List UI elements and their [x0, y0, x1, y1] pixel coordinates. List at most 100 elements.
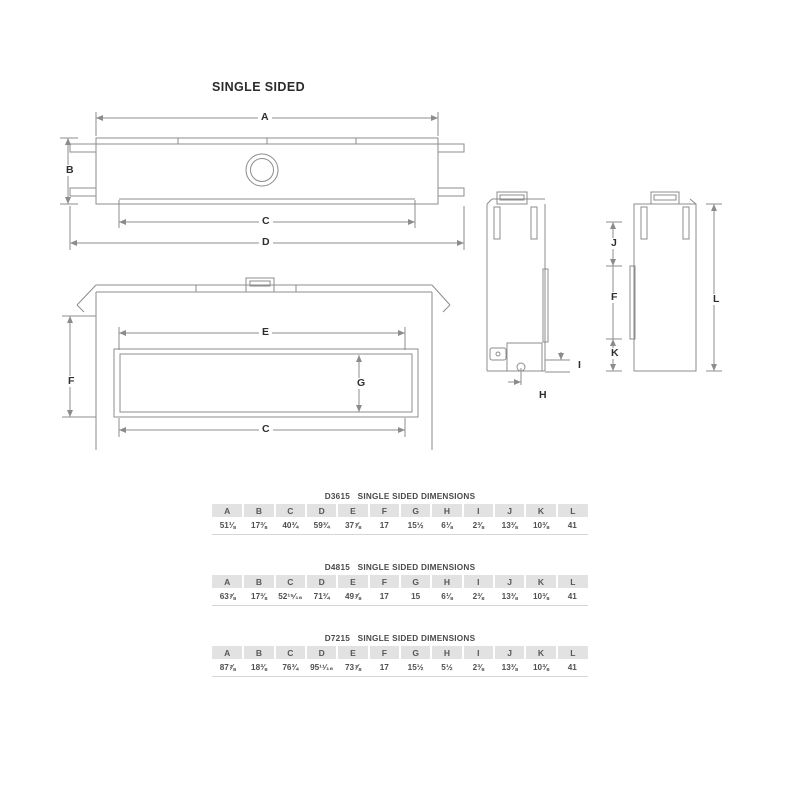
col-header: B: [243, 575, 276, 588]
table-cell: 49⅞: [337, 588, 369, 606]
table-cell: 15½: [399, 659, 432, 677]
table-cell: 18⅜: [243, 659, 275, 677]
table-row: 87⅞ 18⅜ 76¾ 95¹¹⁄₁₆ 73⅞ 17 15½ 5½ 2⅜ 13⅜…: [212, 659, 588, 677]
table-cell: 10⅜: [525, 517, 557, 535]
dimension-table-d3615: D3615 SINGLE SIDED DIMENSIONS A B C D E …: [212, 492, 588, 535]
col-header: K: [525, 504, 558, 517]
col-header: I: [462, 646, 495, 659]
table-cell: 2⅜: [462, 517, 494, 535]
table-cell: 10⅜: [525, 588, 557, 606]
col-header: A: [212, 646, 245, 659]
dim-label-f-front: F: [65, 376, 78, 387]
table-cell: 41: [556, 659, 588, 677]
col-header: H: [431, 504, 464, 517]
side-elevation-outline: [629, 191, 697, 372]
table-cell: 87⅞: [212, 659, 244, 677]
table: A B C D E F G H I J K L 63⅞ 17⅜ 52¹⁵⁄₁₆ …: [212, 575, 588, 606]
table-cell: 6⅛: [431, 588, 463, 606]
dim-label-i: I: [575, 360, 584, 371]
col-header: L: [556, 504, 588, 517]
dim-label-e: E: [259, 327, 273, 338]
table-title: D3615 SINGLE SIDED DIMENSIONS: [324, 492, 476, 501]
table-cell: 13⅜: [493, 588, 526, 606]
dim-label-d: D: [259, 237, 273, 248]
dim-label-c-top: C: [259, 216, 273, 227]
dimension-line-f-front: [62, 315, 96, 418]
col-header: F: [368, 504, 401, 517]
col-header: J: [493, 504, 527, 517]
dim-label-c-front: C: [259, 424, 273, 435]
col-header: G: [399, 504, 433, 517]
table-cell: 17⅜: [243, 588, 275, 606]
col-header: C: [274, 504, 307, 517]
col-header: F: [368, 575, 401, 588]
table: A B C D E F G H I J K L 51⅛ 17⅜ 40¾ 59¾ …: [212, 504, 588, 535]
table-cell: 37⅞: [337, 517, 369, 535]
table-cell: 13⅜: [493, 659, 526, 677]
table-cell: 15½: [399, 517, 432, 535]
technical-drawing-group: [60, 112, 722, 450]
table-cell: 51⅛: [212, 517, 244, 535]
table-row: 51⅛ 17⅜ 40¾ 59¾ 37⅞ 17 15½ 6⅛ 2⅜ 13⅜ 10⅜…: [212, 517, 588, 535]
table-header-row: A B C D E F G H I J K L: [212, 504, 588, 517]
table-cell: 63⅞: [212, 588, 244, 606]
col-header: F: [368, 646, 401, 659]
dim-label-g: G: [354, 378, 369, 389]
dim-label-k: K: [608, 348, 622, 359]
table-cell: 15: [399, 588, 432, 606]
col-header: H: [431, 646, 464, 659]
table-cell: 13⅜: [493, 517, 526, 535]
dimension-line-i: [545, 352, 570, 373]
col-header: D: [305, 575, 339, 588]
table-cell: 17: [368, 588, 400, 606]
col-header: H: [431, 575, 464, 588]
col-header: I: [462, 504, 495, 517]
table-cell: 2⅜: [462, 659, 494, 677]
col-header: B: [243, 646, 276, 659]
table-cell: 76¾: [274, 659, 306, 677]
col-header: D: [305, 504, 339, 517]
col-header: J: [493, 575, 527, 588]
col-header: B: [243, 504, 276, 517]
col-header: A: [212, 575, 245, 588]
dim-label-f-side: F: [608, 292, 621, 303]
table-cell: 41: [556, 517, 588, 535]
col-header: L: [556, 646, 588, 659]
table-cell: 59¾: [305, 517, 338, 535]
table-cell: 95¹¹⁄₁₆: [305, 659, 338, 677]
col-header: K: [525, 646, 558, 659]
dimension-line-h: [508, 368, 522, 385]
table-cell: 40¾: [274, 517, 306, 535]
page-title: SINGLE SIDED: [212, 80, 306, 94]
table-cell: 5½: [431, 659, 463, 677]
col-header: A: [212, 504, 245, 517]
col-header: I: [462, 575, 495, 588]
table-cell: 41: [556, 588, 588, 606]
col-header: G: [399, 646, 433, 659]
table-cell: 73⅞: [337, 659, 369, 677]
dim-label-a: A: [258, 112, 272, 123]
table-cell: 17⅜: [243, 517, 275, 535]
table-cell: 71¾: [305, 588, 338, 606]
col-header: E: [337, 646, 370, 659]
dimension-table-d4815: D4815 SINGLE SIDED DIMENSIONS A B C D E …: [212, 563, 588, 606]
dim-label-h: H: [536, 390, 550, 401]
table-cell: 2⅜: [462, 588, 494, 606]
table-title: D7215 SINGLE SIDED DIMENSIONS: [324, 634, 476, 643]
col-header: C: [274, 646, 307, 659]
dim-label-l: L: [710, 294, 723, 305]
col-header: E: [337, 575, 370, 588]
col-header: C: [274, 575, 307, 588]
col-header: G: [399, 575, 433, 588]
col-header: D: [305, 646, 339, 659]
top-view-outline: [69, 137, 465, 205]
col-header: K: [525, 575, 558, 588]
table-header-row: A B C D E F G H I J K L: [212, 646, 588, 659]
col-header: L: [556, 575, 588, 588]
front-view-outline: [76, 277, 451, 450]
col-header: J: [493, 646, 527, 659]
dimension-line-l: [706, 203, 722, 372]
dim-label-j: J: [608, 238, 620, 249]
table-header-row: A B C D E F G H I J K L: [212, 575, 588, 588]
